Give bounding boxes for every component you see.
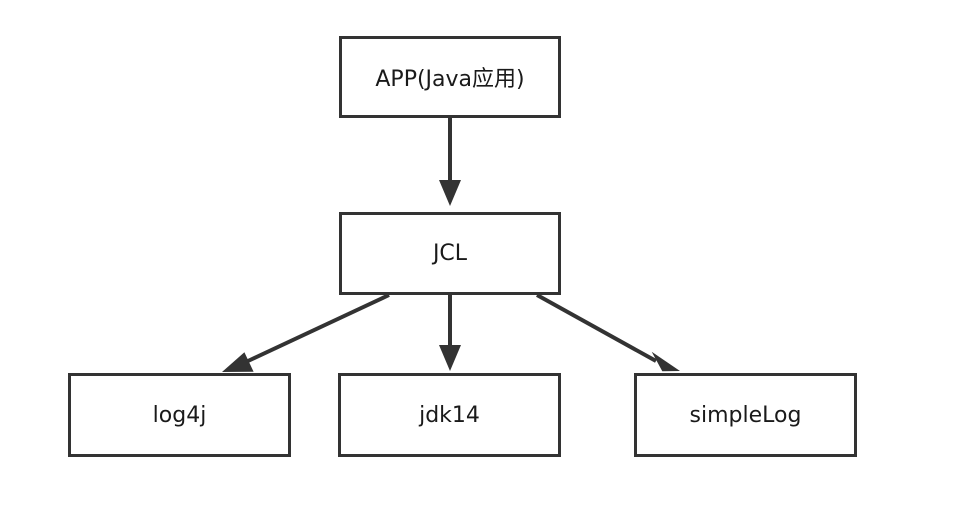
node-log4j: log4j [68, 373, 291, 457]
node-jdk14: jdk14 [338, 373, 561, 457]
node-jdk14-label: jdk14 [419, 402, 480, 428]
edge-jcl-to-simplelog [536, 293, 680, 372]
edge-jcl-to-jdk14 [439, 295, 461, 371]
node-app-label: APP(Java应用) [375, 67, 525, 92]
edge-jcl-to-log4j [222, 293, 390, 372]
node-jcl: JCL [339, 212, 561, 295]
node-app: APP(Java应用) [339, 36, 561, 118]
node-log4j-label: log4j [152, 402, 207, 428]
node-jcl-label: JCL [432, 241, 468, 266]
node-simplelog-label: simpleLog [689, 402, 802, 428]
node-simplelog: simpleLog [634, 373, 857, 457]
edge-app-to-jcl [439, 118, 461, 206]
